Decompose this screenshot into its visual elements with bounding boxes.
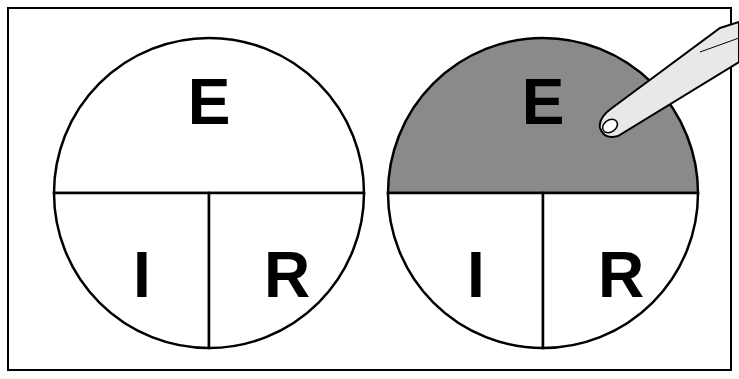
- quantity-letter: I: [467, 243, 485, 307]
- section-outline: [54, 193, 209, 348]
- quantity-letter: I: [133, 243, 151, 307]
- quantity-letter: E: [188, 70, 231, 134]
- voltage-section: E: [388, 38, 698, 193]
- quantity-letter: R: [598, 243, 644, 307]
- circle-section: R: [209, 193, 364, 348]
- voltage-section: E: [54, 38, 364, 193]
- section-outline: [388, 193, 543, 348]
- circle-section: R: [543, 193, 698, 348]
- quantity-letter: R: [264, 243, 310, 307]
- frame: [8, 8, 731, 370]
- quantity-letter: E: [522, 70, 565, 134]
- circle-section: I: [388, 193, 543, 348]
- circle-section: I: [54, 193, 209, 348]
